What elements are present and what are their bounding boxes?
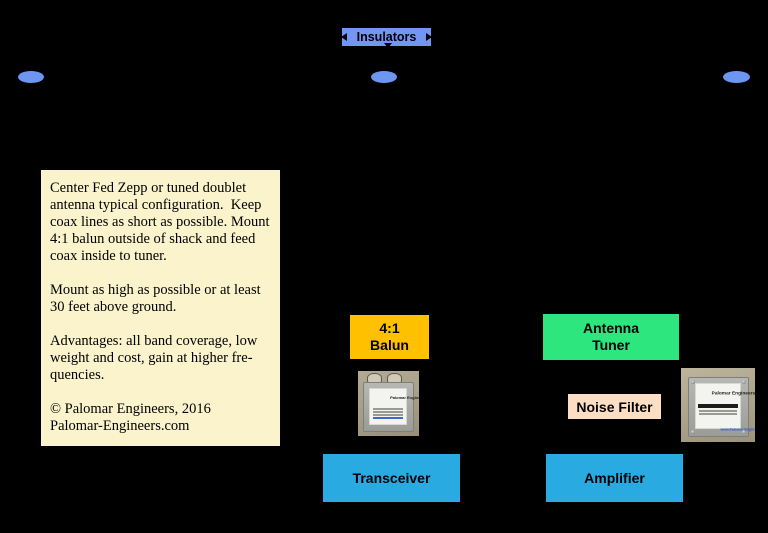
label-text-line <box>373 414 403 416</box>
screw-icon <box>691 380 695 384</box>
noise-filter-photo: Palomar Engineers® www.Palomar-Engineers… <box>681 368 755 442</box>
screw-icon <box>742 380 746 384</box>
noise-filter-box: Noise Filter <box>566 392 663 421</box>
arrow-left-icon <box>341 33 347 41</box>
arrow-right-icon <box>426 33 432 41</box>
label-url-line <box>373 417 403 419</box>
label-text-line <box>699 410 737 412</box>
noise-filter-label: Noise Filter <box>576 398 653 415</box>
brand-text: Palomar Engineers® <box>711 390 755 396</box>
noise-filter-product-label: Palomar Engineers® www.Palomar-Engineers… <box>696 384 755 432</box>
balun-photo: Palomar Engineers™ <box>358 371 419 436</box>
amplifier-label: Amplifier <box>584 470 645 486</box>
screw-icon <box>742 430 746 434</box>
transceiver-box: Transceiver <box>322 453 461 503</box>
screw-icon <box>691 430 695 434</box>
label-text-line <box>699 413 737 415</box>
insulators-label-text: Insulators <box>356 30 417 44</box>
label-text-line <box>373 411 403 413</box>
brand-text: Palomar Engineers™ <box>390 395 419 400</box>
balun-enclosure: Palomar Engineers™ <box>363 382 419 432</box>
insulator-center <box>371 71 397 83</box>
noise-filter-enclosure: Palomar Engineers® www.Palomar-Engineers… <box>688 377 755 437</box>
label-url-text: www.Palomar-Engineers.com <box>720 428 755 432</box>
transceiver-label: Transceiver <box>352 470 431 486</box>
insulator-right <box>723 71 750 83</box>
amplifier-box: Amplifier <box>545 453 684 503</box>
insulators-label: Insulators <box>341 28 432 48</box>
insulator-left <box>18 71 44 83</box>
arrow-down-icon <box>384 43 392 48</box>
balun-product-label: Palomar Engineers™ <box>370 389 419 424</box>
label-spacer <box>696 416 740 420</box>
label-title-band <box>698 404 738 408</box>
label-text-line <box>373 408 403 410</box>
